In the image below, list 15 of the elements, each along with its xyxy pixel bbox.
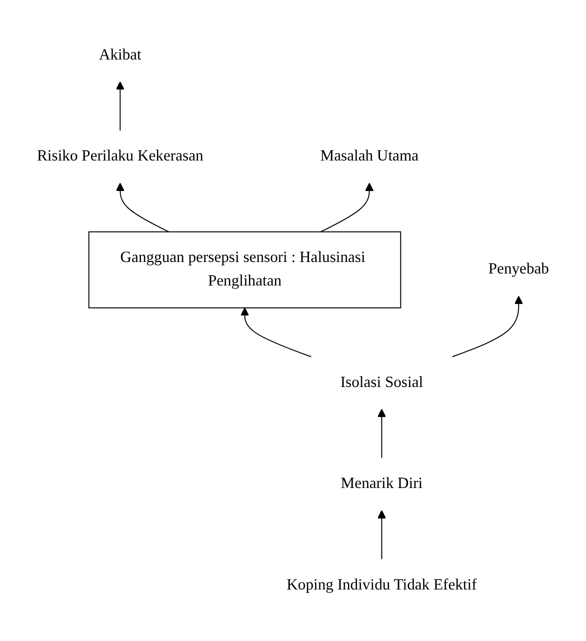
arrow	[116, 81, 124, 131]
arrow	[377, 510, 386, 560]
node-text: Akibat	[98, 46, 142, 64]
arrow	[116, 182, 170, 232]
arrow	[240, 307, 312, 358]
node-text: Koping Individu Tidak Efektif	[286, 576, 477, 594]
node-text: Isolasi Sosial	[340, 374, 424, 391]
node-text: Risiko Perilaku Kekerasan	[37, 148, 204, 165]
arrow	[452, 296, 523, 358]
node-text: Menarik Diri	[340, 475, 423, 492]
node-text: Masalah Utama	[320, 148, 418, 165]
arrow	[320, 182, 374, 232]
node-text: Penyebab	[488, 261, 549, 278]
arrow	[377, 408, 386, 458]
node-box: Gangguan persepsi sensori : Halusinasi Penglihatan	[88, 231, 402, 308]
